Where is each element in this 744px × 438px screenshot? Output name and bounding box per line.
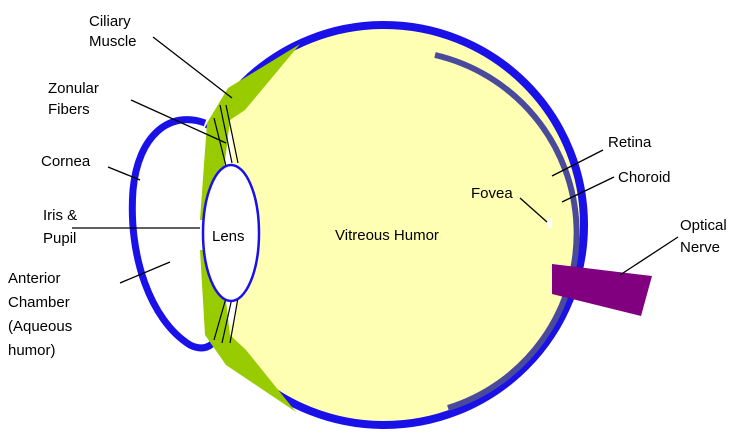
label-anterior-chamber: Anterior Chamber (Aqueous humor) — [8, 270, 76, 359]
fovea-mark — [548, 218, 552, 228]
label-fovea: Fovea — [471, 185, 513, 202]
label-vitreous-humor: Vitreous Humor — [335, 227, 439, 244]
label-cornea: Cornea — [41, 153, 91, 170]
label-zonular-fibers: Zonular Fibers — [48, 80, 103, 118]
leader-ciliary — [153, 37, 232, 98]
label-choroid: Choroid — [618, 169, 671, 186]
label-retina: Retina — [608, 134, 652, 151]
label-optical-nerve: Optical Nerve — [680, 217, 731, 256]
label-iris-pupil: Iris & Pupil — [43, 207, 81, 247]
label-ciliary-muscle: Ciliary Muscle — [89, 13, 137, 50]
label-lens: Lens — [212, 228, 245, 245]
leader-optic-nerve — [620, 237, 678, 275]
